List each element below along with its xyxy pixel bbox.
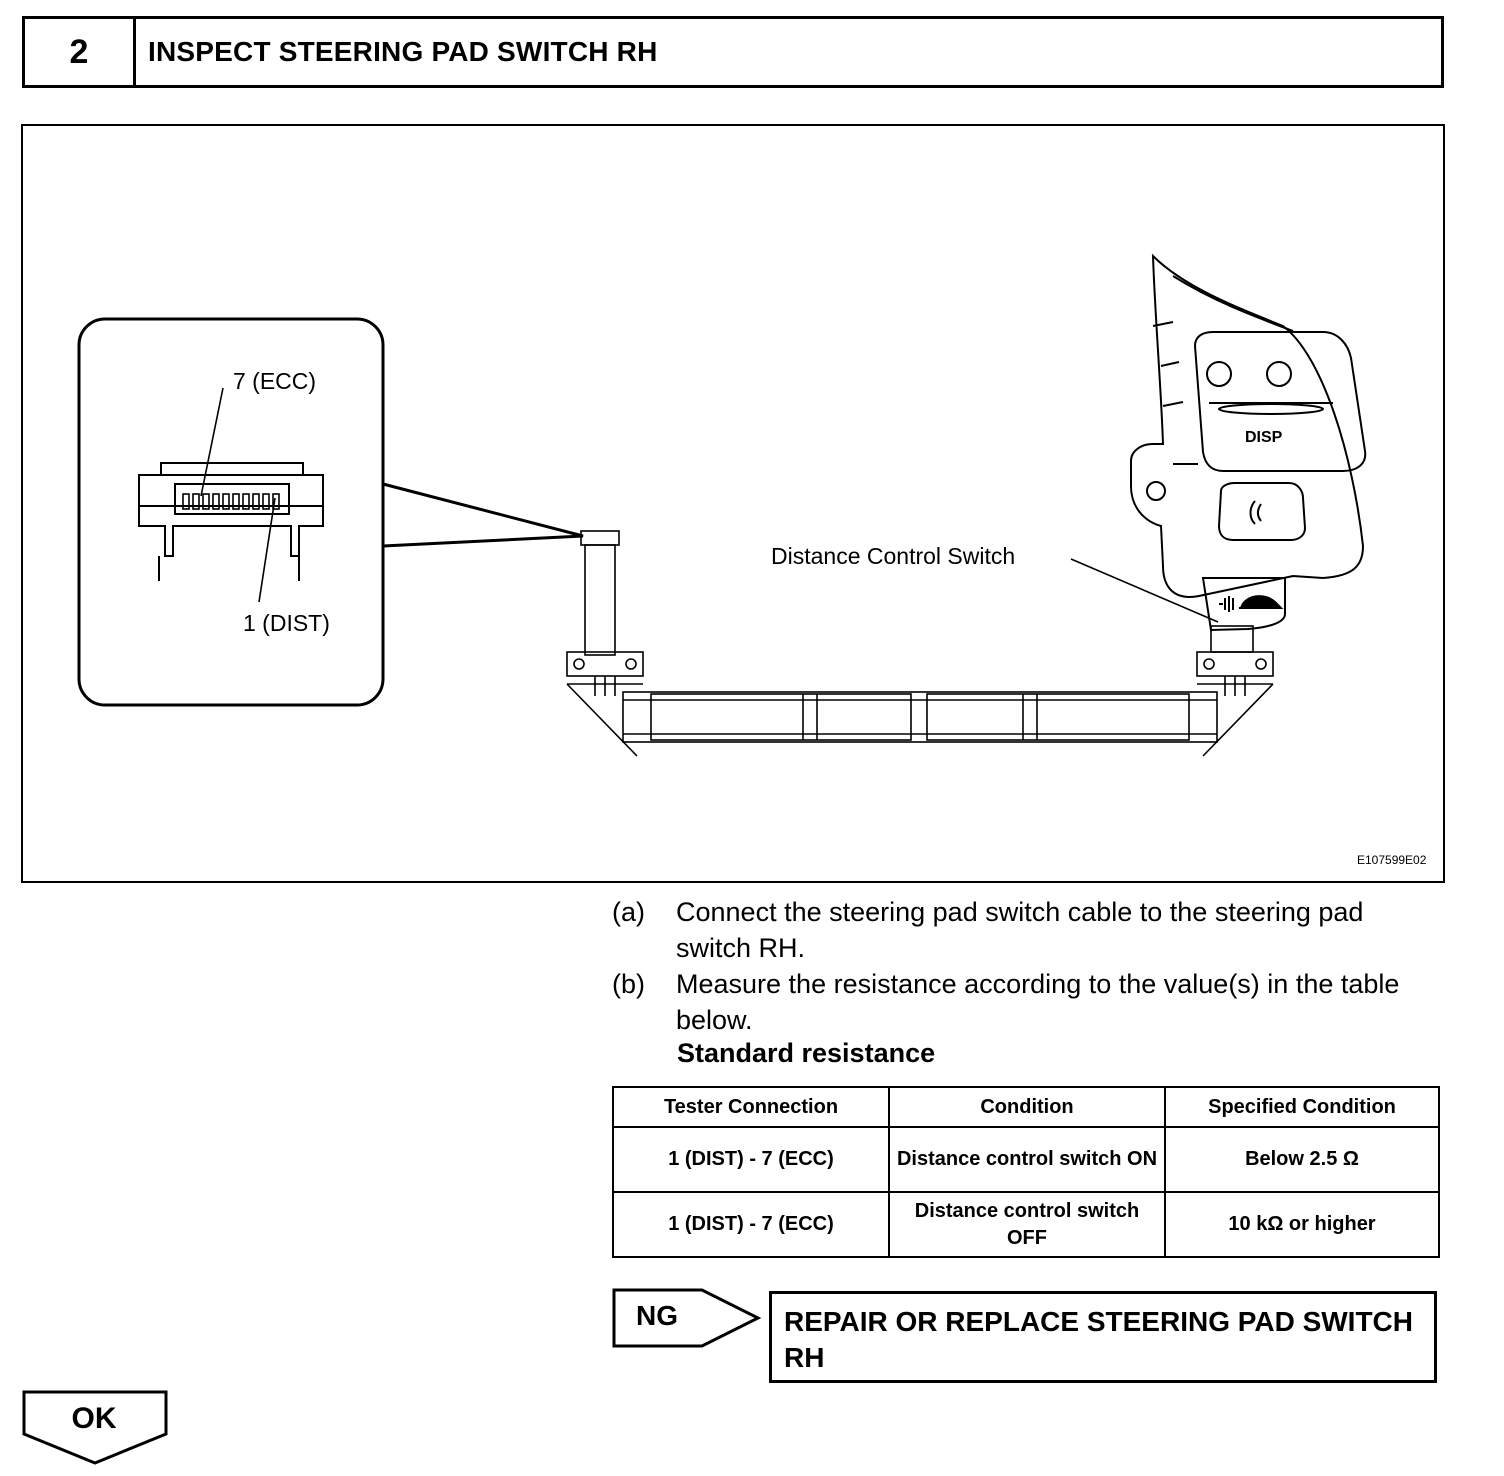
step-header: 2 INSPECT STEERING PAD SWITCH RH: [22, 16, 1444, 88]
step-title: INSPECT STEERING PAD SWITCH RH: [148, 36, 658, 67]
callout-distance-control-switch: Distance Control Switch: [771, 543, 1016, 569]
instruction-b: (b) Measure the resistance according to …: [612, 966, 1442, 1038]
standard-resistance-table: Tester Connection Condition Specified Co…: [612, 1086, 1440, 1258]
steering-pad-switch-icon: [1070, 253, 1367, 632]
table-row: 1 (DIST) - 7 (ECC) Distance control swit…: [612, 1191, 1440, 1258]
disp-button-label: DISP: [1245, 429, 1283, 446]
cell-specified-condition: Below 2.5 Ω: [1164, 1126, 1440, 1193]
instruction-text: Connect the steering pad switch cable to…: [676, 897, 1364, 963]
cell-condition: Distance control switch OFF: [888, 1191, 1166, 1258]
cell-specified-condition: 10 kΩ or higher: [1164, 1191, 1440, 1258]
instruction-a: (a) Connect the steering pad switch cabl…: [612, 894, 1442, 966]
illustration-frame: 7 (ECC) 1 (DIST) Distance Control Switch…: [21, 124, 1445, 883]
cell-tester-connection: 1 (DIST) - 7 (ECC): [612, 1191, 890, 1258]
ng-label: NG: [636, 1300, 678, 1331]
header-specified-condition: Specified Condition: [1164, 1086, 1440, 1128]
cell-tester-connection: 1 (DIST) - 7 (ECC): [612, 1126, 890, 1193]
standard-resistance-label: Standard resistance: [677, 1038, 936, 1068]
zoom-pointer: [382, 482, 584, 548]
table-row: 1 (DIST) - 7 (ECC) Distance control swit…: [612, 1126, 1440, 1193]
ng-action-box: REPAIR OR REPLACE STEERING PAD SWITCH RH: [769, 1291, 1437, 1383]
header-condition: Condition: [888, 1086, 1166, 1128]
connector-illustration: [77, 253, 1367, 757]
instruction-marker: (a): [612, 897, 645, 927]
ng-arrow-icon: [612, 1288, 762, 1348]
step-number: 2: [25, 19, 136, 85]
cell-condition: Distance control switch ON: [888, 1126, 1166, 1193]
callout-pin7: 7 (ECC): [233, 368, 317, 394]
connector-zoom-box: [77, 317, 385, 707]
instruction-marker: (b): [612, 969, 645, 999]
instruction-text: Measure the resistance according to the …: [676, 969, 1400, 1035]
ok-label: OK: [71, 1402, 117, 1435]
callout-pin1: 1 (DIST): [243, 610, 330, 636]
header-tester-connection: Tester Connection: [612, 1086, 890, 1128]
connector-face-icon: [138, 387, 324, 603]
figure-code: E107599E02: [1357, 853, 1427, 867]
table-header-row: Tester Connection Condition Specified Co…: [612, 1086, 1440, 1128]
ok-arrow-icon: [22, 1390, 168, 1465]
steering-pad-cable-icon: [566, 530, 1274, 757]
